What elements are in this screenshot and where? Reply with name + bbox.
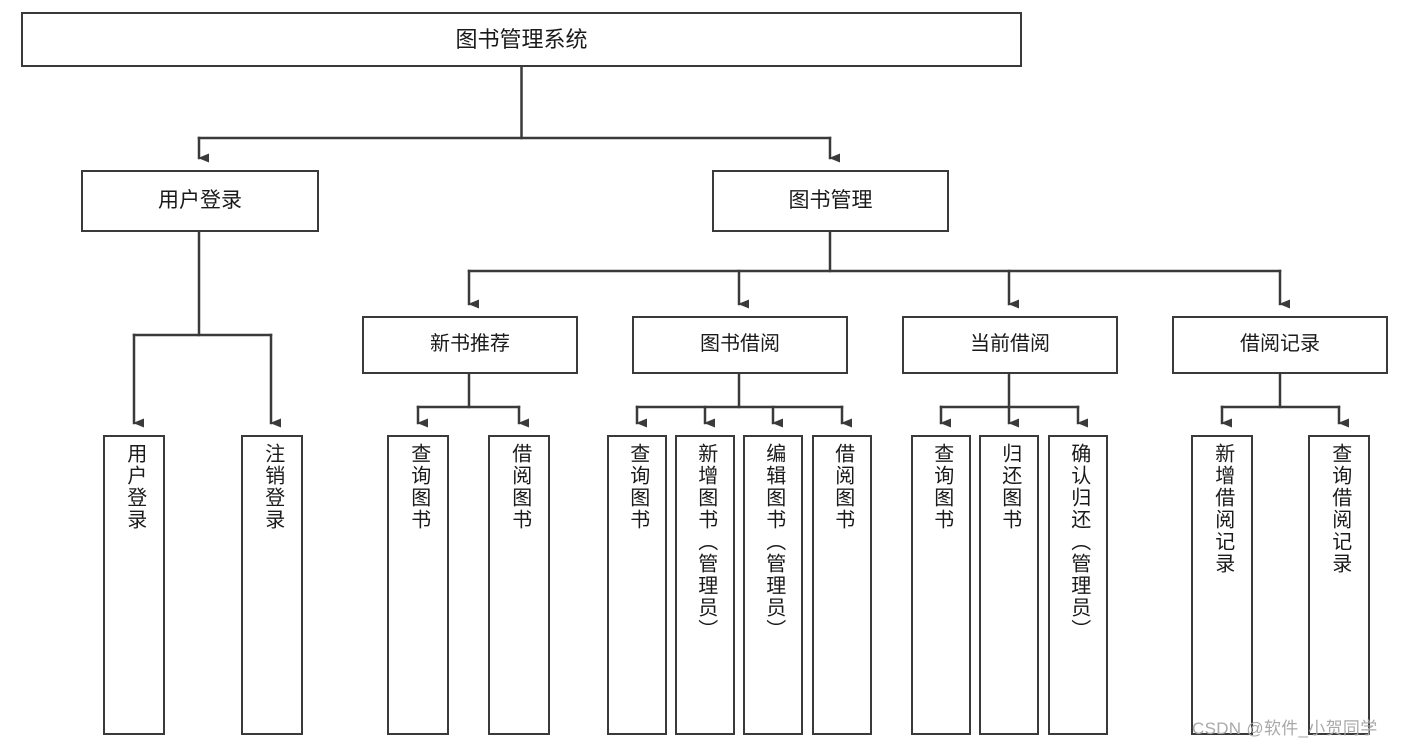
node-label: 当前借阅 [970, 333, 1050, 356]
node-label: 用户登录 [123, 443, 146, 531]
node-user-login[interactable]: 用户登录 [81, 170, 319, 232]
node-label: 查询图书 [930, 443, 953, 531]
node-leaf-query-book-current[interactable]: 查询图书 [911, 435, 971, 735]
node-leaf-edit-book-admin[interactable]: 编辑图书（管理员） [743, 435, 803, 735]
node-leaf-query-borrow-record[interactable]: 查询借阅记录 [1308, 435, 1370, 735]
node-leaf-logout-login[interactable]: 注销登录 [241, 435, 303, 735]
node-leaf-add-borrow-record[interactable]: 新增借阅记录 [1191, 435, 1253, 735]
node-label: 查询图书 [407, 443, 430, 531]
node-new-book-recommend[interactable]: 新书推荐 [362, 316, 578, 374]
node-label: 新书推荐 [430, 333, 510, 356]
node-label: 借阅图书 [508, 443, 531, 531]
node-label: 用户登录 [158, 188, 242, 212]
node-current-borrow[interactable]: 当前借阅 [902, 316, 1118, 374]
node-label: 图书管理系统 [455, 26, 588, 52]
node-root-system[interactable]: 图书管理系统 [21, 12, 1022, 67]
csdn-watermark: CSDN @软件_小贺同学 [1192, 719, 1378, 738]
node-leaf-borrow-book-rec[interactable]: 借阅图书 [488, 435, 550, 735]
node-book-manage[interactable]: 图书管理 [712, 170, 949, 232]
node-leaf-query-book-rec[interactable]: 查询图书 [387, 435, 449, 735]
node-label: 查询借阅记录 [1328, 443, 1351, 575]
node-label: 图书管理 [788, 188, 873, 212]
node-label: 编辑图书（管理员） [762, 443, 785, 641]
node-label: 注销登录 [261, 443, 284, 531]
node-leaf-return-book[interactable]: 归还图书 [979, 435, 1039, 735]
node-leaf-query-book-borrow[interactable]: 查询图书 [607, 435, 667, 735]
node-book-borrow[interactable]: 图书借阅 [632, 316, 848, 374]
node-leaf-confirm-return-admin[interactable]: 确认归还（管理员） [1048, 435, 1108, 735]
node-borrow-record[interactable]: 借阅记录 [1172, 316, 1388, 374]
node-label: 新增借阅记录 [1211, 443, 1234, 575]
node-label: 借阅图书 [831, 443, 854, 531]
node-label: 查询图书 [626, 443, 649, 531]
node-label: 新增图书（管理员） [694, 443, 717, 641]
node-leaf-borrow-book[interactable]: 借阅图书 [812, 435, 872, 735]
node-label: 归还图书 [998, 443, 1021, 531]
node-leaf-user-login[interactable]: 用户登录 [103, 435, 165, 735]
node-leaf-add-book-admin[interactable]: 新增图书（管理员） [675, 435, 735, 735]
node-label: 图书借阅 [700, 333, 780, 356]
node-label: 借阅记录 [1240, 333, 1320, 356]
node-label: 确认归还（管理员） [1067, 443, 1090, 641]
